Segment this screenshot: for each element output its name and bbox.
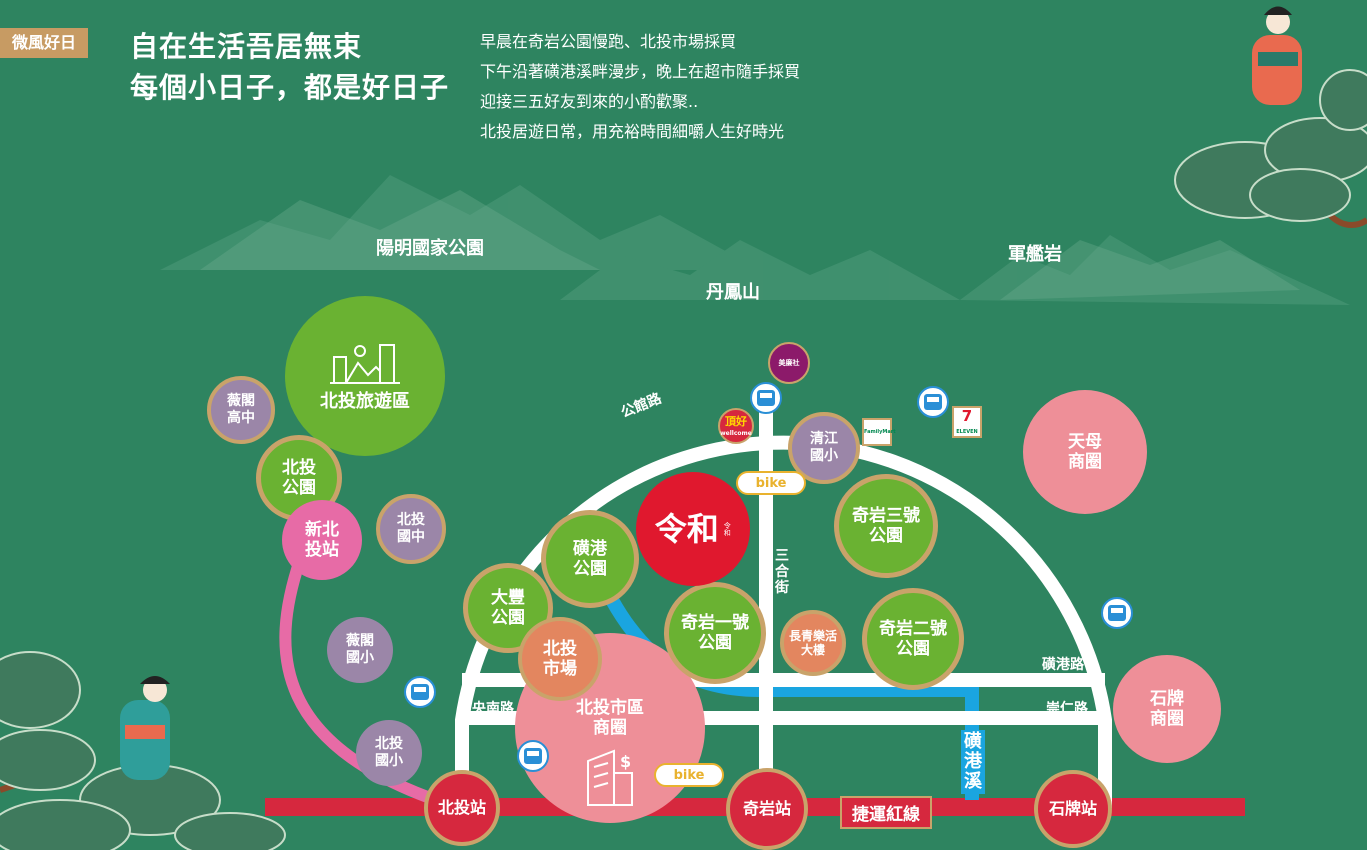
poi-fuge-high-school[interactable]: 薇閣 高中: [207, 376, 275, 444]
section-tag: 微風好日: [0, 28, 88, 58]
headline-line-2: 每個小日子，都是好日子: [130, 71, 450, 104]
poi-label: 清江 國小: [810, 431, 838, 464]
poi-beitou-junior-high[interactable]: 北投 國中: [376, 494, 446, 564]
shop-label: 美廉社: [778, 359, 800, 367]
poi-label: 新北 投站: [305, 519, 339, 560]
station-label: 石牌站: [1048, 799, 1097, 819]
poi-label: 奇岩二號 公園: [879, 618, 947, 659]
poi-beitou-elementary[interactable]: 北投 國小: [356, 720, 422, 786]
bus-icon: [517, 740, 549, 772]
poi-changqing-building[interactable]: 長青樂活 大樓: [780, 610, 846, 676]
shop-label: FamilyMart: [864, 429, 896, 435]
project-center-sublabel: 令和: [723, 522, 732, 536]
bus-icon: [404, 676, 436, 708]
poi-label: 大豐 公園: [491, 587, 525, 628]
project-center-marker[interactable]: 令和 令和: [636, 472, 750, 586]
poi-xinbeitou-station[interactable]: 新北 投站: [282, 500, 362, 580]
poi-qingjiang-elementary[interactable]: 清江 國小: [788, 412, 860, 484]
building-dollar-icon: $: [587, 749, 633, 806]
pine-tree-topright: [1174, 69, 1367, 228]
intro-line-3: 迎接三五好友到來的小酌歡聚..: [480, 92, 699, 111]
poi-label: 北投 市場: [543, 638, 577, 679]
poi-label: 薇閣 高中: [227, 393, 255, 426]
mrt-line-label: 捷運紅線: [840, 796, 932, 829]
poi-beitou-city-shopping[interactable]: 北投市區 商圈 $: [515, 633, 705, 823]
mountain-range: [160, 175, 1350, 305]
poi-label: 薇閣 國小: [346, 633, 374, 666]
road-label-chongren: 崇仁路: [1046, 701, 1088, 717]
poi-qiyan-no1-park[interactable]: 奇岩一號 公園: [664, 582, 766, 684]
poi-label: 奇岩三號 公園: [852, 505, 920, 546]
headline-line-1: 自在生活吾居無束: [130, 30, 363, 63]
poi-label: 北投 公園: [282, 457, 316, 498]
poi-label: 長青樂活 大樓: [788, 628, 837, 657]
shop-sublabel: wellcome: [720, 430, 752, 437]
kimono-figure-topright: [1252, 6, 1302, 105]
creek-label-huanggang: 磺港溪: [961, 730, 985, 794]
poi-tianmu-shopping[interactable]: 天母 商圈: [1023, 390, 1147, 514]
city-skyline-icon: [330, 344, 400, 385]
poi-qiyan-no2-park[interactable]: 奇岩二號 公園: [862, 588, 964, 690]
mountain-label-yangming: 陽明國家公園: [376, 238, 484, 259]
poi-qiyan-no3-park[interactable]: 奇岩三號 公園: [834, 474, 938, 578]
poi-label: 奇岩一號 公園: [681, 612, 749, 653]
poi-huanggang-park[interactable]: 磺港 公園: [541, 510, 639, 608]
poi-label: 磺港 公園: [573, 538, 607, 579]
bus-icon: [1101, 597, 1133, 629]
poi-label: 北投旅遊區: [320, 391, 410, 412]
seven-eleven-store-icon: 7 ELEVEN: [952, 406, 982, 438]
ubike-label: bike: [673, 768, 705, 783]
poi-beitou-tourism-area[interactable]: 北投旅遊區: [285, 296, 445, 456]
bus-icon: [750, 382, 782, 414]
poi-label: 石牌 商圈: [1150, 688, 1184, 729]
poi-dafeng-park[interactable]: 大豐 公園: [463, 563, 553, 653]
pine-tree-bottomleft: [0, 651, 286, 850]
intro-line-2: 下午沿著磺港溪畔漫步，晚上在超市隨手採買: [480, 62, 801, 81]
poi-label: 北投 國小: [375, 736, 403, 769]
station-label: 奇岩站: [742, 799, 791, 819]
road-label-zhongyang-south: 中央南路: [458, 701, 514, 717]
shop-sublabel: ELEVEN: [956, 429, 978, 435]
wellcome-store-icon: 頂好 wellcome: [718, 408, 754, 444]
station-label: 北投站: [437, 798, 486, 818]
poi-label: 北投 國中: [397, 512, 425, 545]
familymart-store-icon: FamilyMart: [862, 418, 896, 446]
road-label-sanhe: 三合街: [775, 548, 789, 596]
ubike-icon: bike: [736, 471, 806, 495]
mrt-station-qiyan[interactable]: 奇岩站: [726, 768, 808, 850]
mrt-station-beitou[interactable]: 北投站: [424, 770, 500, 846]
kimono-figure-bottomleft: [120, 676, 170, 780]
svg-text:$: $: [620, 752, 631, 771]
bus-icon: [917, 386, 949, 418]
intro-line-4: 北投居遊日常，用充裕時間細嚼人生好時光: [480, 122, 785, 141]
mountain-label-danfeng: 丹鳳山: [706, 282, 760, 303]
poi-shipai-shopping[interactable]: 石牌 商圈: [1113, 655, 1221, 763]
meilianshe-store-icon: 美廉社: [768, 342, 810, 384]
shop-label: 頂好: [725, 415, 747, 428]
mountain-label-junjian: 軍艦岩: [1008, 244, 1062, 265]
intro-line-1: 早晨在奇岩公園慢跑、北投市場採買: [480, 32, 737, 51]
ubike-icon: bike: [654, 763, 724, 787]
poi-label: 北投市區 商圈: [576, 698, 644, 739]
ubike-label: bike: [755, 476, 787, 491]
shop-label: 7: [961, 407, 973, 425]
road-label-huanggang: 磺港路: [1042, 657, 1084, 673]
mrt-station-shipai[interactable]: 石牌站: [1034, 770, 1112, 848]
mountain-range-light: [200, 190, 1300, 300]
poi-fuge-elementary[interactable]: 薇閣 國小: [327, 617, 393, 683]
project-center-label: 令和: [654, 509, 719, 548]
poi-label: 天母 商圈: [1068, 431, 1102, 472]
poi-beitou-market[interactable]: 北投 市場: [518, 617, 602, 701]
